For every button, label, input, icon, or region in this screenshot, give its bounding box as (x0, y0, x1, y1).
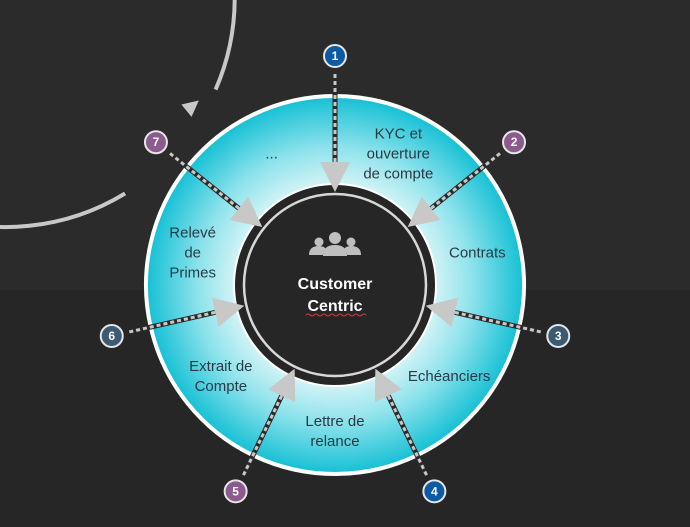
segment-5-label-line-1: Extrait de (189, 358, 252, 375)
segment-1-label-line-1: KYC et (375, 125, 423, 142)
step-badge-number-1: 1 (332, 49, 339, 63)
segment-5-label-line-2: Compte (195, 378, 248, 395)
center-hub (235, 185, 435, 385)
step-badges: 1 2 3 4 5 6 7 (99, 44, 571, 504)
orbit-arrow-head-icon (181, 100, 199, 117)
step-badge-5 (223, 479, 248, 504)
dashed-arrow-2 (407, 152, 501, 228)
spellcheck-underline (305, 313, 367, 317)
segment-6-label-line-2: de (184, 245, 201, 262)
step-badge-number-4: 4 (431, 484, 438, 498)
dashed-arrow-4 (374, 368, 428, 476)
center-title-line2: Centric (307, 298, 362, 315)
people-group-icon (309, 232, 361, 256)
center-title-line1: Customer (298, 276, 373, 293)
step-badge-number-3: 3 (555, 329, 562, 343)
segment-4-label-line-1: Lettre de (305, 413, 364, 430)
step-badge-number-5: 5 (232, 484, 239, 498)
step-badge-3 (546, 323, 571, 348)
dashed-arrow-7 (169, 152, 263, 228)
segment-6-label-line-3: Primes (169, 265, 216, 282)
dashed-arrow-5 (242, 368, 296, 476)
dashed-arrows (128, 74, 542, 477)
segment-4-label-line-2: relance (310, 433, 359, 450)
step-badge-2 (502, 130, 527, 155)
step-badge-4 (422, 479, 447, 504)
segment-6-label-line-1: Relevé (169, 225, 216, 242)
segment-7-label-line-1: ... (265, 145, 278, 162)
step-badge-number-7: 7 (153, 135, 160, 149)
step-badge-6 (99, 323, 124, 348)
step-badge-7 (143, 130, 168, 155)
segment-3-label-line-1: Echéanciers (408, 368, 491, 385)
dashed-arrow-3 (425, 297, 542, 334)
step-badge-number-6: 6 (108, 329, 115, 343)
step-badge-1 (323, 44, 347, 68)
segment-1-label-line-2: ouverture (367, 145, 430, 162)
center-inner-ring (242, 192, 428, 378)
segment-2-label-line-1: Contrats (449, 245, 506, 262)
step-badge-number-2: 2 (511, 135, 518, 149)
dashed-arrow-6 (128, 297, 245, 334)
segment-1-label-line-3: de compte (363, 165, 433, 182)
